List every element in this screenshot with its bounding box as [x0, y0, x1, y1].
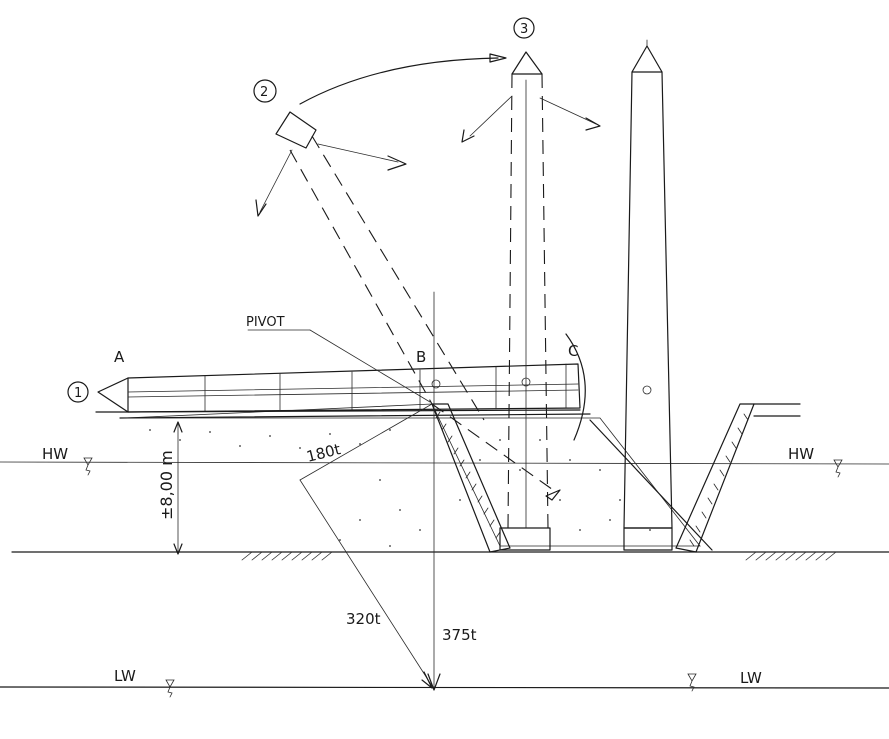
height-dimension	[173, 421, 183, 555]
water-level-lines	[0, 461, 889, 689]
obelisk-position-3	[507, 51, 549, 529]
obelisk-position-2	[275, 111, 557, 493]
resultant-force-line	[299, 479, 433, 687]
stage-markers	[67, 17, 535, 403]
base-block-right	[623, 527, 673, 551]
base-block-left	[499, 527, 551, 551]
sand-fill	[125, 403, 701, 547]
stage-1-label: 1	[74, 386, 82, 401]
force-vertical-label: 375t	[442, 626, 477, 644]
stage-2-label: 2	[260, 85, 268, 100]
stage-3-label: 3	[520, 22, 528, 37]
high-water-right-label: HW	[788, 445, 814, 463]
horizontal-force-line	[299, 403, 433, 481]
stage-3-circle	[513, 17, 535, 39]
point-b-label: B	[416, 348, 426, 366]
low-water-right-label: LW	[740, 669, 762, 687]
rotation-arc-2-to-3	[299, 57, 499, 105]
stage-1-circle	[67, 381, 89, 403]
force-resultant-label: 320t	[346, 610, 381, 628]
high-water-line	[0, 461, 889, 465]
point-a-label: A	[114, 348, 125, 366]
low-water-left-label: LW	[114, 667, 136, 685]
low-water-line	[0, 686, 889, 689]
pit-wall-right	[675, 403, 755, 553]
obelisk-erected	[623, 39, 673, 529]
point-c-label: C	[568, 342, 578, 360]
high-water-left-label: HW	[42, 445, 68, 463]
stage-2-circle	[253, 79, 277, 103]
ground-hatching	[241, 551, 837, 561]
water-level-symbols	[83, 457, 843, 698]
height-dimension-label: ±8,00 m	[157, 450, 176, 520]
obelisk-position-1	[95, 363, 591, 419]
launch-pit	[125, 403, 801, 553]
force-horizontal-label: 180t	[305, 440, 343, 466]
rotation-arrows	[255, 53, 601, 501]
pit-wall-left	[431, 403, 511, 553]
pivot-label: PIVOT	[246, 315, 285, 330]
pivot-and-forces	[247, 291, 441, 691]
rotation-arc-base	[565, 333, 586, 441]
